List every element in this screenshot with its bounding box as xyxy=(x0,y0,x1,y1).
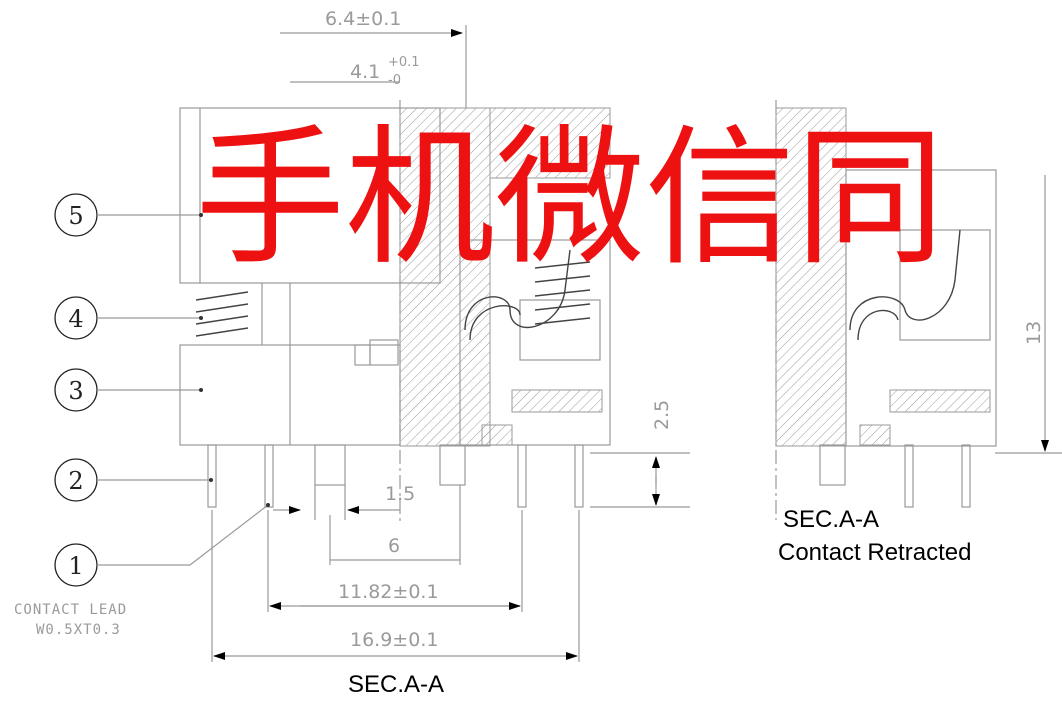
svg-text:13: 13 xyxy=(1023,321,1045,345)
contact-lead-label: CONTACT LEAD xyxy=(14,602,127,618)
callout-5: 5 xyxy=(54,193,203,237)
svg-text:6.4±0.1: 6.4±0.1 xyxy=(325,8,401,30)
callout-1-label: 1 xyxy=(68,552,83,580)
callout-1: 1 xyxy=(54,503,270,587)
svg-text:16.9±0.1: 16.9±0.1 xyxy=(350,629,438,651)
svg-text:11.82±0.1: 11.82±0.1 xyxy=(338,581,439,603)
dim-11-82: 11.82±0.1 xyxy=(267,510,523,612)
contact-retracted-caption: Contact Retracted xyxy=(778,539,971,566)
dim-4-1: 4.1 +0.1 -0 xyxy=(290,55,420,88)
contact-lead-size: W0.5XT0.3 xyxy=(36,622,121,638)
callout-3: 3 xyxy=(54,368,203,412)
svg-text:6: 6 xyxy=(388,535,400,557)
inner-spring xyxy=(534,261,591,325)
callout-3-label: 3 xyxy=(68,377,83,405)
callout-4-label: 4 xyxy=(68,305,83,333)
svg-text:1.5: 1.5 xyxy=(385,483,415,505)
svg-text:2.5: 2.5 xyxy=(651,400,673,430)
dim-2-5: 2.5 xyxy=(590,400,690,508)
callout-4: 4 xyxy=(54,296,203,340)
dim-16-9: 16.9±0.1 xyxy=(211,510,580,662)
watermark-text: 手机微信同 xyxy=(195,112,945,286)
dim-13: 13 xyxy=(1023,175,1049,452)
spring-coil xyxy=(195,291,249,337)
svg-text:4.1: 4.1 xyxy=(350,61,380,83)
svg-text:-0: -0 xyxy=(388,73,401,88)
callout-2-label: 2 xyxy=(68,467,83,495)
main-section-caption: SEC.A-A xyxy=(348,671,444,698)
svg-text:+0.1: +0.1 xyxy=(388,55,420,70)
callout-2: 2 xyxy=(54,458,213,502)
secondary-section-caption: SEC.A-A xyxy=(783,506,879,533)
dim-6: 6 xyxy=(329,485,461,565)
dim-6-4: 6.4±0.1 xyxy=(280,8,467,108)
callout-5-label: 5 xyxy=(68,202,83,230)
left-section-body xyxy=(179,100,611,525)
right-section-body xyxy=(775,100,1062,520)
dim-1-5: 1.5 xyxy=(273,483,415,520)
